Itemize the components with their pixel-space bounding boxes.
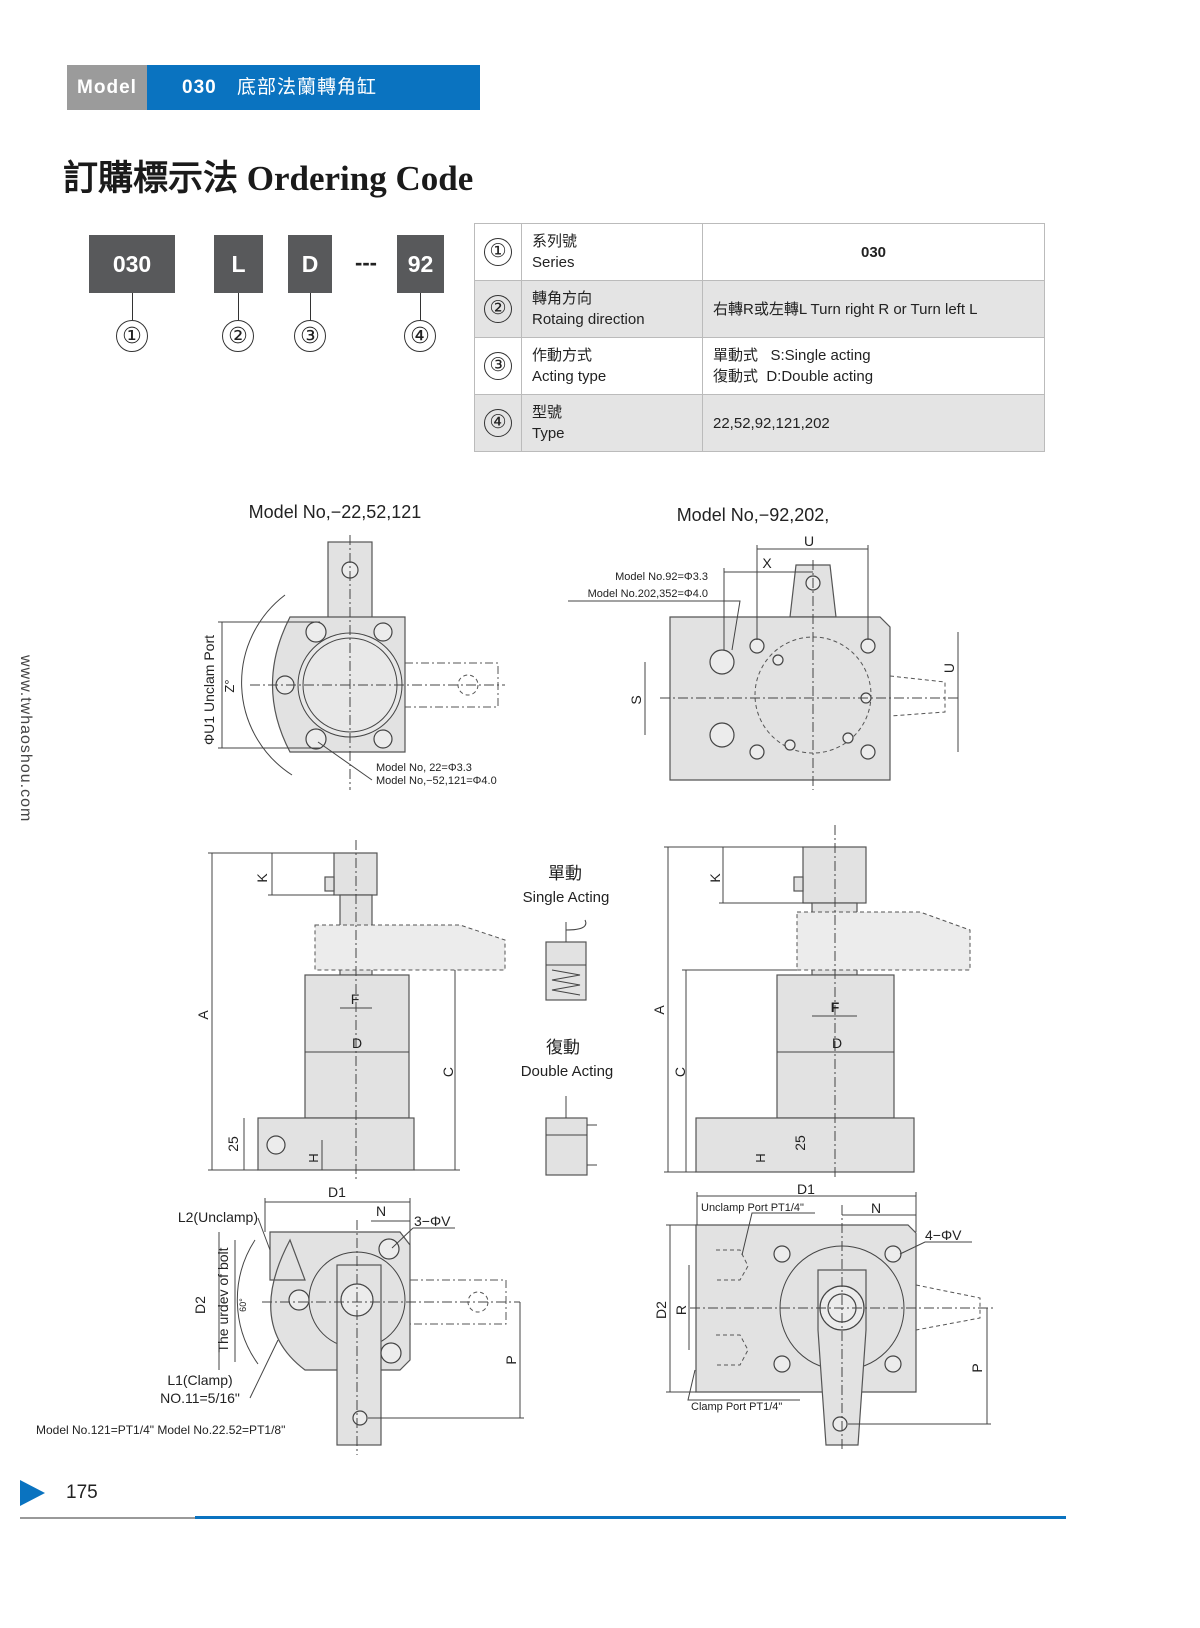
dim-d: D xyxy=(352,1035,362,1051)
clamp-port-label: Clamp Port PT1/4" xyxy=(691,1401,782,1413)
hole-note-1: Model No, 22=Φ3.3 xyxy=(376,762,472,774)
label-cn: 系列號 xyxy=(532,233,578,250)
bottom-view-left: D1 N 3−ΦV L2(Unclamp) D2 The urdev of bo… xyxy=(36,1184,524,1455)
dim-n: N xyxy=(871,1200,881,1216)
side-view-left: A K F D C 25 H xyxy=(195,840,506,1180)
dim-f: F xyxy=(831,999,840,1015)
marker-1: ① xyxy=(116,320,148,352)
row-value: 單動式 S:Single acting xyxy=(713,347,871,364)
label-en: Type xyxy=(532,425,565,442)
row-number: ③ xyxy=(484,352,512,380)
label-cn: 作動方式 xyxy=(532,347,593,364)
no11-label: NO.11=5/16" xyxy=(160,1390,240,1406)
unclamp-port-label: Unclamp Port PT1/4" xyxy=(701,1202,804,1214)
l2-unclamp-label: L2(Unclamp) xyxy=(178,1209,258,1225)
marker-4: ④ xyxy=(404,320,436,352)
unclamp-port-label: ΦU1 Unclam Port xyxy=(201,635,217,745)
single-acting-cn: 單動 xyxy=(548,864,582,883)
dim-h: H xyxy=(753,1153,768,1162)
dim-s: S xyxy=(628,695,644,704)
dim-d2: D2 xyxy=(192,1296,208,1314)
marker-3: ③ xyxy=(294,320,326,352)
acting-symbols: 單動 Single Acting 復動 Double Acting xyxy=(521,864,614,1176)
dim-x: X xyxy=(762,555,772,571)
bolt-label: The urdev of bolt xyxy=(215,1247,231,1352)
right-drawing-title: Model No,−92,202, xyxy=(677,505,830,525)
angle-60: 60° xyxy=(238,1298,248,1312)
dim-3v: 3−ΦV xyxy=(414,1213,451,1229)
z-angle-label: Z° xyxy=(222,679,237,692)
bottom-view-right: D1 Unclamp Port PT1/4" N 4−ΦV D2 R Clamp… xyxy=(653,1181,995,1450)
dim-k: K xyxy=(254,873,270,883)
dim-c: C xyxy=(440,1067,456,1077)
top-view-22-52-121: Z° ΦU1 Unclam Port Model No, 22=Φ3.3 Mod… xyxy=(201,535,505,790)
dim-25: 25 xyxy=(792,1135,808,1151)
model-name: 底部法蘭轉角缸 xyxy=(237,77,378,98)
dim-r: R xyxy=(673,1305,689,1315)
double-acting-cn: 復動 xyxy=(546,1038,580,1057)
top-view-92-202: U X Model No.92=Φ3.3 Model No.202,352=Φ4… xyxy=(568,533,960,790)
model-label: Model xyxy=(67,65,147,110)
row-value-2: 復動式 D:Double acting xyxy=(713,368,874,385)
table-row: ③ 作動方式 Acting type 單動式 S:Single acting 復動式… xyxy=(474,337,1045,395)
l1-clamp-label: L1(Clamp) xyxy=(167,1372,232,1388)
footer-divider-gray xyxy=(20,1517,195,1519)
marker-2: ② xyxy=(222,320,254,352)
dim-d1: D1 xyxy=(328,1184,346,1200)
dim-n: N xyxy=(376,1203,386,1219)
dim-c: C xyxy=(672,1067,688,1077)
dim-p: P xyxy=(969,1363,985,1372)
dim-f: F xyxy=(351,991,360,1007)
label-en: Acting type xyxy=(532,368,607,385)
dim-h: H xyxy=(306,1153,321,1162)
label-cn: 轉角方向 xyxy=(532,290,593,307)
dim-a: A xyxy=(651,1005,667,1015)
dim-25: 25 xyxy=(225,1136,241,1152)
page-marker-icon xyxy=(20,1480,45,1506)
dim-d1: D1 xyxy=(797,1181,815,1197)
single-acting-en: Single Acting xyxy=(523,889,610,906)
dim-u: U xyxy=(804,533,814,549)
label-en: Series xyxy=(532,254,575,271)
side-view-right: A K F D C 25 H xyxy=(651,825,971,1180)
page-title: 訂購標示法 Ordering Code xyxy=(63,159,474,198)
model-code: 030 xyxy=(182,77,217,98)
hole-note-1: Model No.92=Φ3.3 xyxy=(615,571,708,583)
dim-a: A xyxy=(195,1010,211,1020)
row-number: ① xyxy=(484,238,512,266)
code-acting: D xyxy=(288,235,332,293)
double-acting-en: Double Acting xyxy=(521,1063,614,1080)
row-number: ④ xyxy=(484,409,512,437)
row-value: 22,52,92,121,202 xyxy=(702,394,1045,452)
hole-note-2: Model No,−52,121=Φ4.0 xyxy=(376,775,497,787)
label-cn: 型號 xyxy=(532,404,563,421)
code-series: 030 xyxy=(89,235,175,293)
dim-d2: D2 xyxy=(653,1301,669,1319)
hole-note-2: Model No.202,352=Φ4.0 xyxy=(588,588,708,600)
dim-p: P xyxy=(503,1355,519,1364)
label-en: Rotaing direction xyxy=(532,311,645,328)
table-row: ④ 型號 Type 22,52,92,121,202 xyxy=(474,394,1045,452)
code-type: 92 xyxy=(397,235,444,293)
row-number: ② xyxy=(484,295,512,323)
page-number: 175 xyxy=(66,1482,98,1503)
left-drawing-title: Model No,−22,52,121 xyxy=(249,502,422,522)
code-direction: L xyxy=(214,235,263,293)
dim-k: K xyxy=(707,873,723,883)
code-separator: --- xyxy=(355,250,377,275)
dim-4v: 4−ΦV xyxy=(925,1227,962,1243)
model-header-bar: Model 030 底部法蘭轉角缸 xyxy=(67,65,480,110)
footer-divider-blue xyxy=(195,1516,1066,1519)
dim-u-side: U xyxy=(941,663,957,673)
dim-d: D xyxy=(832,1035,842,1051)
port-note: Model No.121=PT1/4" Model No.22.52=PT1/8… xyxy=(36,1423,285,1437)
